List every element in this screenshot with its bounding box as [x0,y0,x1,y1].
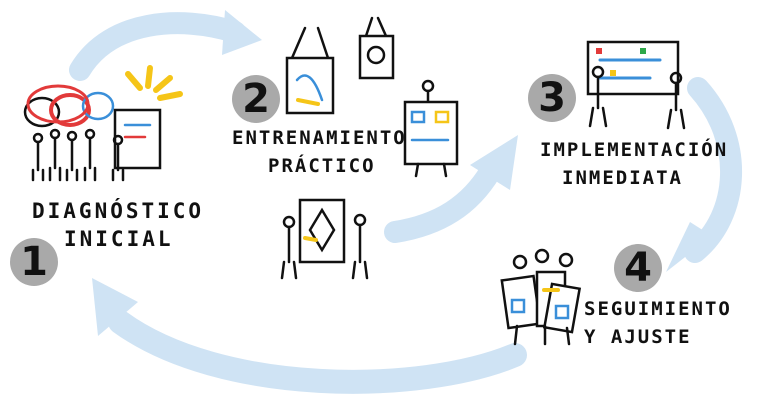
illustration-implementation [586,40,686,130]
step-1-label-line1: DIAGNÓSTICO [32,199,205,223]
arrow-4-to-1 [108,310,527,394]
step-4-label-line2: Y AJUSTE [584,326,692,348]
step-3-label-line1: IMPLEMENTACIÓN [540,139,729,161]
illustration-training [280,16,459,280]
step-4-label: SEGUIMIENTO Y AJUSTE [584,295,732,351]
arrow-4-to-1-head [92,278,138,336]
arrow-3-to-4-head [666,222,712,272]
step-1-number-badge: 1 [10,238,58,286]
step-2-label: ENTRENAMIENTO PRÁCTICO [232,124,407,180]
step-3-number-badge: 3 [528,74,576,122]
step-3-label: IMPLEMENTACIÓN INMEDIATA [540,136,728,192]
step-4-number-badge: 4 [614,244,662,292]
step-2-number-badge: 2 [232,75,280,123]
step-4-number: 4 [624,245,652,291]
step-3-label-line2: INMEDIATA [562,167,683,189]
illustration-follow-up [500,248,582,346]
step-1-label-line2: INICIAL [64,227,174,251]
step-1-number: 1 [20,239,48,285]
step-1-label: DIAGNÓSTICO INICIAL [32,197,204,253]
step-2-label-line2: PRÁCTICO [268,155,376,177]
arrow-1-to-2 [69,12,246,81]
arrow-2-to-3-head [470,135,518,190]
arrow-2-to-3 [384,161,501,243]
step-2-label-line1: ENTRENAMIENTO [232,127,407,149]
step-3-number: 3 [538,75,566,121]
step-2-number: 2 [242,76,270,122]
arrow-1-to-2-head [222,10,262,55]
step-4-label-line1: SEGUIMIENTO [584,298,732,320]
illustration-diagnosis [23,65,183,182]
